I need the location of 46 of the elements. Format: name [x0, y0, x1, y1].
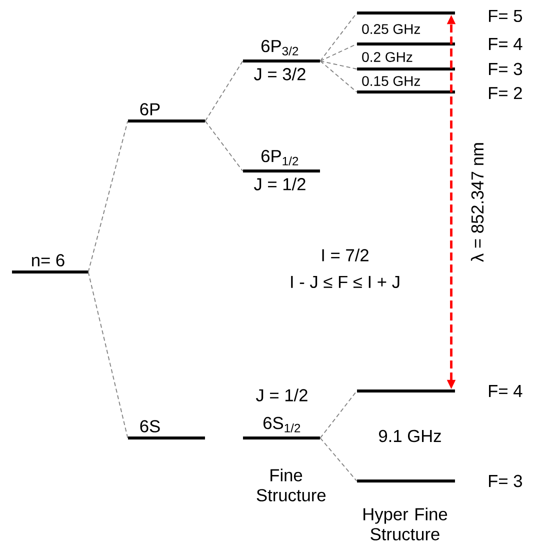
connector-line [204, 60, 244, 122]
node-label: J = 1/2 [256, 388, 308, 402]
node-label: 6P$_{1/2}$ [262, 150, 298, 166]
node-label: J = 1/2 [254, 178, 306, 190]
node-label: F= 5 [489, 10, 522, 22]
connector-line [320, 390, 358, 438]
energy-level: J = 1/2 6S$_{1/2}$ [243, 388, 320, 440]
level-label: 9.1 GHz [379, 430, 441, 442]
level-label: Hyper Fine Structure [364, 508, 448, 540]
level-label: I - J ≤ F ≤ I + J [291, 276, 400, 288]
node-label: 6S$_{1/2}$ [264, 416, 300, 432]
energy-level: 6P [128, 103, 205, 122]
node-label: 6S [140, 420, 160, 432]
energy-level: F= 4 [357, 38, 522, 50]
level-label: I = 7/2 [322, 248, 368, 262]
energy-level: F= 3 [357, 62, 522, 76]
energy-level: 6S [128, 420, 205, 440]
node-label: F= 3 [489, 474, 522, 488]
node-label: F= 4 [489, 38, 522, 50]
connector-line [320, 60, 358, 70]
connector-line [320, 60, 358, 92]
energy-level: F= 3 [357, 474, 522, 488]
connector-line [88, 120, 128, 272]
connector-line [204, 120, 244, 172]
level-label: 0.2 GHz [362, 52, 412, 62]
connector-line [320, 438, 358, 482]
level-label: 0.15 GHz [362, 76, 420, 86]
energy-level: F= 5 [357, 10, 522, 22]
connector-line [88, 272, 128, 438]
energy-level: F= 4 [357, 385, 522, 397]
energy-level: 6P$_{1/2}$ J = 1/2 [243, 150, 320, 190]
energy-level: F= 2 [357, 86, 522, 100]
node-label: F= 4 [489, 385, 522, 397]
node-label: n= 6 [32, 254, 64, 266]
node-label: 6P [140, 103, 160, 116]
node-label: J = 3/2 [254, 68, 306, 80]
edge-label: λ = 852.347 nm [470, 143, 484, 262]
node-label: F= 3 [489, 62, 522, 76]
node-label: 6P$_{3/2}$ [262, 40, 298, 56]
level-label: Fine Structure [256, 468, 326, 502]
connector-line [320, 12, 358, 62]
energy-level: n= 6 [12, 254, 88, 274]
level-label: 0.25 GHz [362, 24, 420, 34]
connector-line [320, 44, 358, 62]
energy-level: 6P$_{3/2}$ J = 3/2 [243, 40, 320, 80]
node-label: F= 2 [489, 86, 522, 100]
